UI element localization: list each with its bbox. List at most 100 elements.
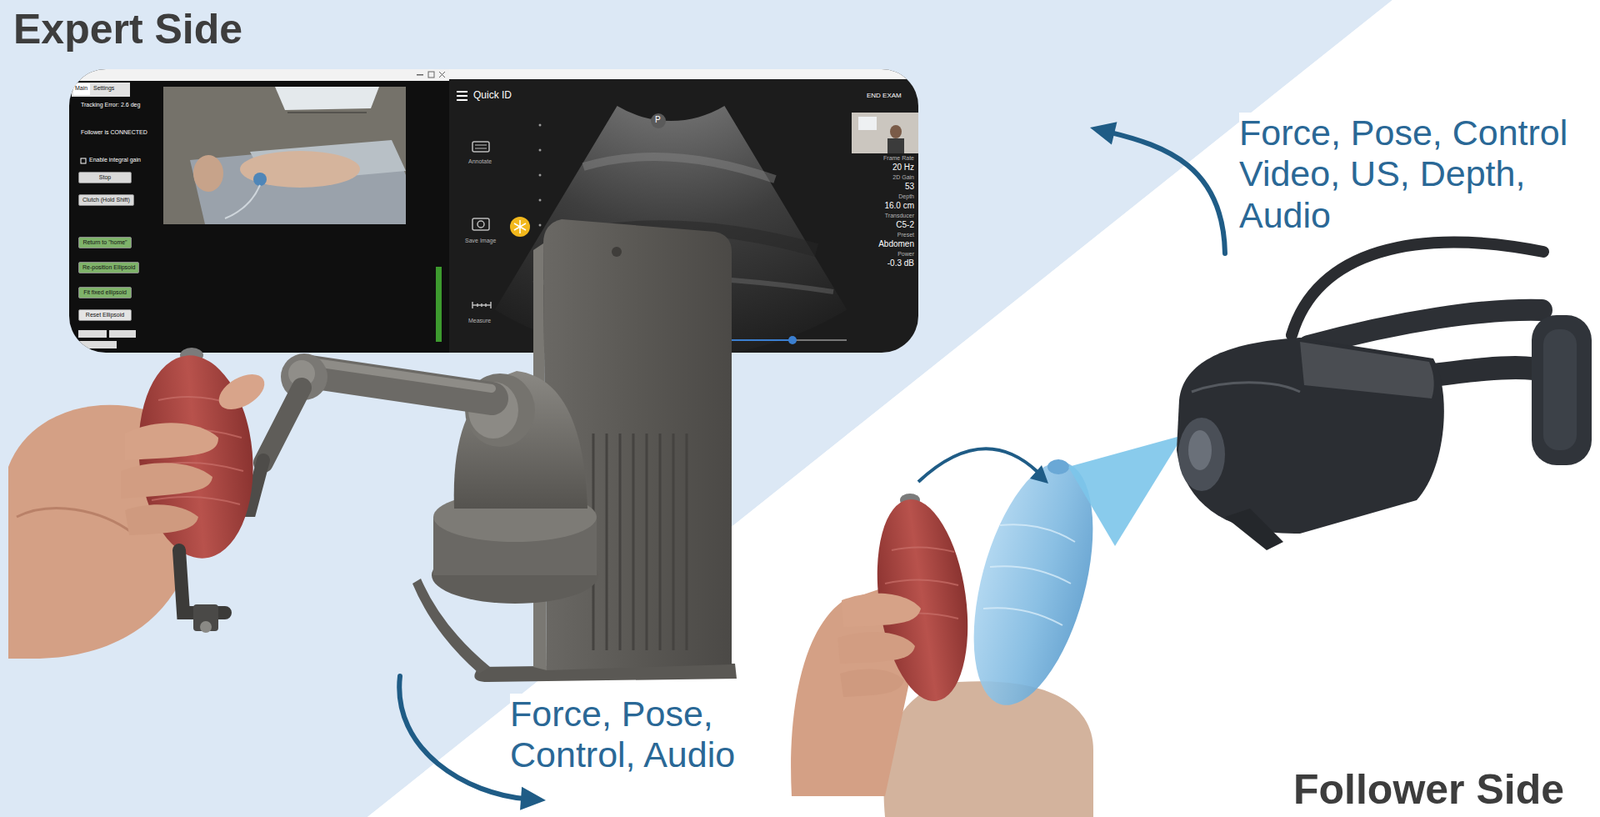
ar-headset [1531, 315, 1592, 465]
follower-hand-probe [918, 448, 1038, 482]
software-screenshot [456, 91, 468, 100]
haptic-device [593, 433, 687, 650]
ar-headset [1068, 242, 1592, 550]
ar-headset [1300, 341, 1435, 399]
status-text: Tracking Error: 2.6 deg [80, 101, 140, 109]
ar-headset [1178, 417, 1225, 491]
software-screenshot [240, 150, 360, 188]
flow-arrow-line [1107, 131, 1225, 254]
haptic-device [645, 433, 649, 650]
parameter-value: -0.3 dB [887, 258, 915, 269]
parameter-value: 53 [905, 181, 915, 192]
haptic-device [659, 433, 662, 650]
software-screenshot [477, 220, 485, 228]
software-screenshot [539, 199, 542, 202]
software-screenshot [539, 224, 542, 227]
region-shape [367, 0, 1600, 817]
parameter-value: C5-2 [895, 220, 915, 230]
parameter-value: Abdomen [878, 239, 915, 250]
software-screenshot [539, 174, 542, 177]
software-screenshot [650, 113, 666, 129]
ui-button: Fit fixed ellipsoid [78, 286, 132, 299]
ar-headset [1068, 435, 1184, 546]
software-screenshot [109, 330, 136, 338]
checkbox-label: Enable integral gain [89, 156, 141, 164]
software-screenshot [435, 266, 442, 342]
software-screenshot [887, 138, 905, 154]
software-screenshot [472, 301, 491, 309]
flow-label: Force, Pose, Control Video, US, Depth, A… [1239, 112, 1594, 236]
software-screenshot [69, 69, 919, 353]
software-screenshot [73, 83, 90, 95]
haptic-device [672, 433, 675, 650]
ui-button: Re-position Ellipsoid [78, 261, 140, 274]
software-screenshot [78, 340, 117, 349]
tab-label: Settings [93, 85, 115, 92]
software-screenshot [71, 82, 130, 97]
flow-arrow [1090, 121, 1225, 254]
software-screenshot [80, 158, 86, 164]
heading-holder: Expert Side [13, 6, 243, 53]
ui-button: Reset Ellipsoid [78, 309, 132, 321]
parameter-name: 2D Gain [892, 174, 915, 181]
software-screenshot [193, 155, 224, 192]
haptic-device [619, 433, 622, 650]
expert-hand-probe [125, 504, 199, 535]
follower-hand-probe [1047, 459, 1070, 475]
software-screenshot [851, 112, 919, 154]
side-heading: Expert Side [13, 6, 243, 53]
tool-label: Measure [468, 317, 491, 325]
parameter-name: Transducer [885, 212, 915, 220]
follower-hand-probe [837, 631, 915, 664]
ar-headset [1191, 382, 1300, 392]
software-screenshot [475, 145, 487, 149]
ar-headset [1308, 310, 1542, 346]
software-screenshot [539, 124, 542, 127]
tab-label: Main [75, 85, 88, 92]
software-screenshot [416, 74, 424, 76]
follower-hand-probe [990, 565, 1071, 584]
follower-hand-probe [1030, 465, 1049, 484]
software-screenshot [788, 335, 797, 345]
ar-headset [1225, 508, 1284, 550]
expert-hand-probe [213, 366, 271, 416]
app-title: Quick ID [473, 90, 512, 102]
ar-headset [1188, 430, 1212, 470]
expert-hand-probe [120, 462, 213, 499]
ar-headset [1543, 329, 1577, 450]
software-screenshot [225, 185, 260, 219]
follower-hand-probe [790, 448, 1116, 817]
parameter-name: Power [897, 250, 915, 258]
flow-label: Force, Pose, Control, Audio [510, 693, 785, 776]
ui-button: Return to "home" [78, 236, 132, 249]
parameter-name: Frame Rate [883, 155, 915, 162]
orientation-marker: P [655, 115, 661, 125]
flow-arrow-line [399, 675, 528, 799]
software-screenshot [287, 111, 367, 114]
tool-label: Annotate [468, 158, 492, 165]
expert-hand-probe [179, 550, 225, 613]
software-screenshot [472, 141, 490, 152]
follower-hand-probe [1000, 524, 1075, 542]
parameter-value: 20 Hz [892, 162, 915, 173]
software-screenshot [583, 156, 775, 180]
software-screenshot [449, 69, 919, 80]
software-screenshot [858, 116, 877, 130]
software-screenshot [714, 339, 847, 341]
haptic-device [263, 387, 302, 463]
software-screenshot [514, 220, 526, 234]
heading-holder: Follower Side [1293, 766, 1565, 813]
tool-label: Save Image [465, 237, 496, 245]
ui-button: Stop [78, 171, 132, 184]
software-screenshot [472, 218, 490, 230]
software-screenshot [163, 86, 406, 225]
follower-hand-probe [840, 668, 905, 697]
follower-hand-probe [983, 607, 1063, 625]
software-screenshot [275, 86, 380, 110]
expert-hand-probe [200, 620, 212, 633]
software-screenshot [428, 71, 435, 78]
side-heading: Follower Side [1293, 766, 1565, 813]
haptic-device [685, 433, 689, 650]
haptic-device [632, 433, 635, 650]
